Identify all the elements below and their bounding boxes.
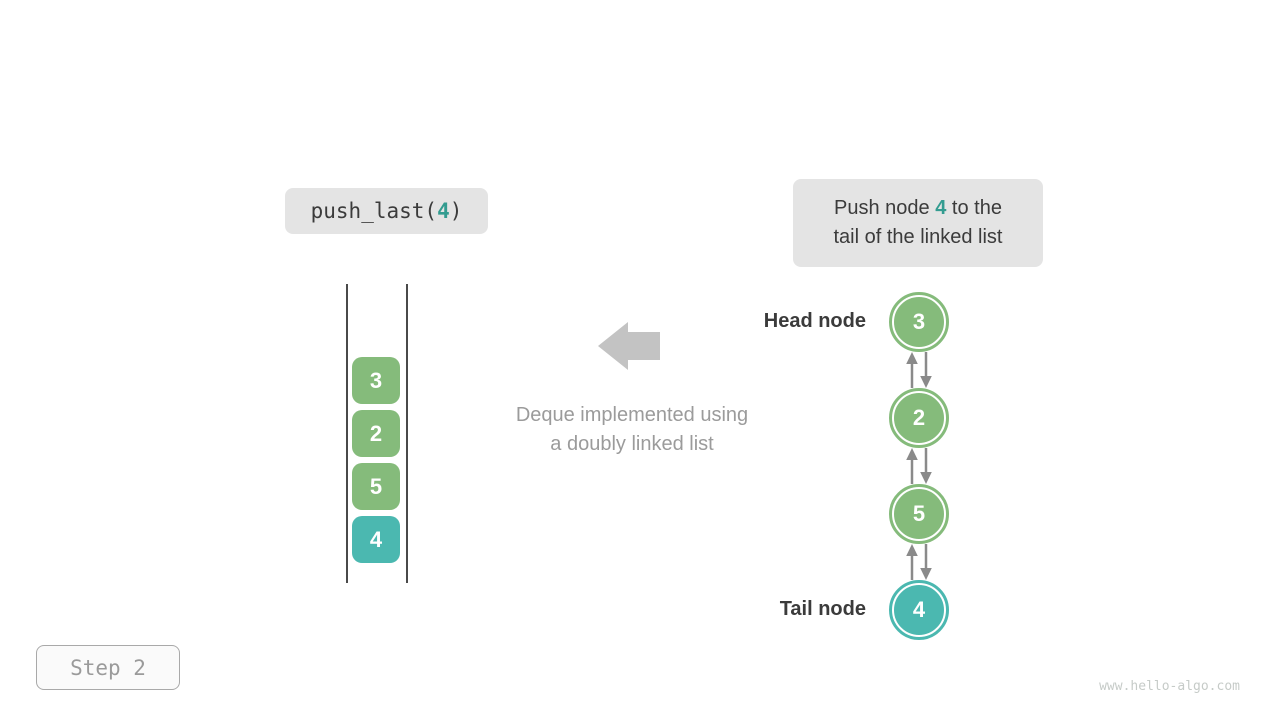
left-block-arrow-icon [598, 322, 660, 370]
caption-line1: Deque implemented using [515, 404, 749, 426]
operation-arg: 4 [437, 199, 450, 223]
operation-label: push_last(4) [285, 188, 488, 234]
stack-wall-right [406, 284, 408, 583]
head-node-label: Head node [763, 310, 866, 332]
watermark: www.hello-algo.com [1099, 679, 1240, 694]
tail-node-label: Tail node [779, 598, 866, 620]
stack-item: 2 [352, 410, 400, 457]
description-line1: Push node 4 to the [834, 197, 1002, 219]
description-value: 4 [935, 197, 947, 219]
description-line2: tail of the linked list [833, 226, 1003, 248]
stack-wall-left [346, 284, 348, 583]
bidirectional-arrow-icon [906, 352, 932, 388]
bidirectional-arrow-icon [906, 544, 932, 580]
operation-suffix: ) [449, 199, 463, 223]
operation-prefix: push_last( [310, 199, 438, 223]
stack-item: 4 [352, 516, 400, 563]
list-node: 4 [889, 580, 949, 640]
stack-item: 5 [352, 463, 400, 510]
list-node: 3 [889, 292, 949, 352]
caption-line2: a doubly linked list [550, 433, 714, 455]
stack-item: 3 [352, 357, 400, 404]
list-node: 2 [889, 388, 949, 448]
caption: Deque implemented using a doubly linked … [487, 401, 777, 459]
step-badge: Step 2 [36, 645, 180, 690]
bidirectional-arrow-icon [906, 448, 932, 484]
list-node: 5 [889, 484, 949, 544]
description-box: Push node 4 to the tail of the linked li… [793, 179, 1043, 267]
